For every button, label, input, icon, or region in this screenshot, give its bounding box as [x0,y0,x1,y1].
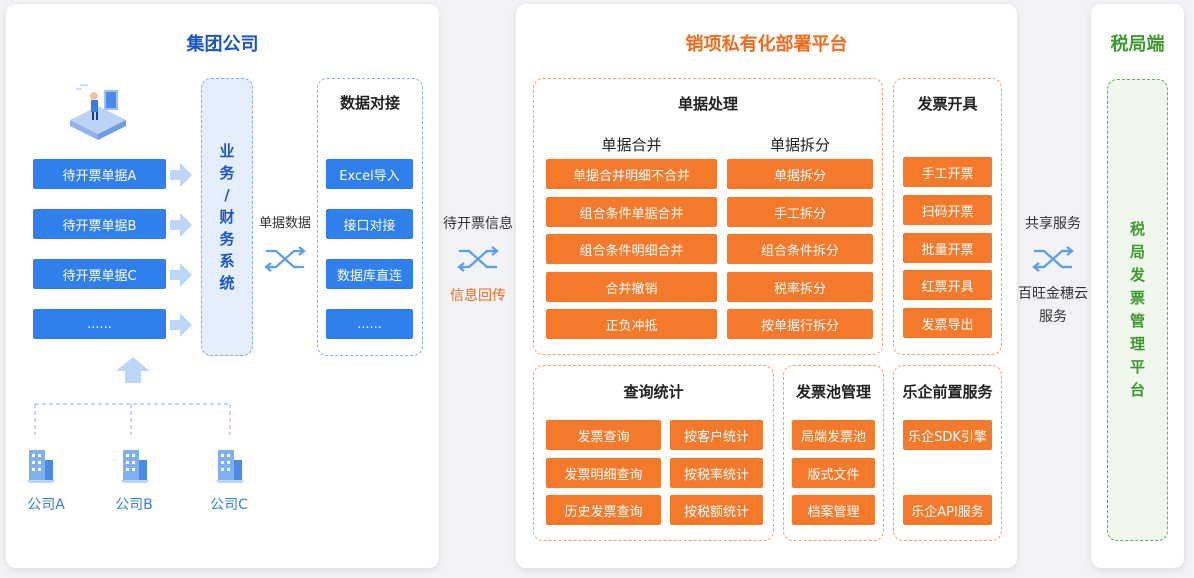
query-stats-box [533,365,774,541]
platform-char: 发 [1129,266,1145,284]
info-return-label: 信息回传 [450,288,506,304]
query-option[interactable]: 发票明细查询 [546,458,661,488]
building-icon [120,446,150,488]
excel-import-button[interactable]: Excel导入 [326,159,413,189]
platform-char: 管 [1129,312,1145,330]
building-icon [215,446,245,488]
merge-option[interactable]: 合并撤销 [546,272,717,302]
stats-option[interactable]: 按客户统计 [670,420,763,450]
invoice-option[interactable]: 发票导出 [903,308,992,338]
arrow-right-icon [170,263,194,291]
doc-data-label: 单据数据 [258,216,311,231]
invoice-option[interactable]: 红票开具 [903,270,992,300]
split-option[interactable]: 单据拆分 [727,159,873,189]
doc-merge-title: 单据合并 [601,136,662,154]
data-integration-box [317,78,423,356]
split-option[interactable]: 按单据行拆分 [727,309,873,339]
database-direct-button[interactable]: 数据库直连 [326,259,413,289]
system-char: 务 [219,230,235,248]
doc-processing-box [533,78,883,355]
system-char: 业 [219,142,235,160]
stats-option[interactable]: 按税额统计 [670,495,763,525]
pending-doc-a[interactable]: 待开票单据A [33,159,166,189]
arrow-right-icon [170,163,194,191]
query-stats-title: 查询统计 [623,383,684,401]
company-c-label: 公司C [210,497,248,513]
platform-char: 票 [1129,289,1145,307]
company-a-label: 公司A [27,497,65,513]
company-connector [34,403,234,441]
query-option[interactable]: 历史发票查询 [546,495,661,525]
integration-more-button[interactable]: ...... [326,309,413,339]
building-icon [26,446,56,488]
pending-info-label: 待开票信息 [443,216,513,232]
platform-char: 税 [1129,220,1145,238]
pending-doc-more[interactable]: ...... [33,309,166,339]
leqi-service-title: 乐企前置服务 [902,383,993,401]
leqi-option[interactable]: 乐企API服务 [903,495,992,525]
doc-processing-title: 单据处理 [677,95,738,113]
company-b-label: 公司B [115,497,153,513]
baiwang-cloud-label: 百旺金穗云 [1018,286,1088,302]
data-integration-title: 数据对接 [339,94,400,112]
exchange-arrows-icon [1030,246,1076,276]
pending-doc-c[interactable]: 待开票单据C [33,259,166,289]
exchange-arrows-icon [455,246,501,276]
split-option[interactable]: 手工拆分 [727,197,873,227]
leqi-option[interactable]: 乐企SDK引擎 [903,420,992,450]
group-company-title: 集团公司 [186,34,259,55]
merge-option[interactable]: 单据合并明细不合并 [546,159,717,189]
arrow-up-icon [116,357,150,387]
invoicing-box [893,78,1002,355]
platform-char: 台 [1129,381,1145,399]
platform-title: 销项私有化部署平台 [685,34,848,55]
system-char: 务 [219,164,235,182]
merge-option[interactable]: 组合条件明细合并 [546,234,717,264]
business-finance-system [201,78,253,356]
invoice-pool-title: 发票池管理 [795,383,871,401]
stats-option[interactable]: 按税率统计 [670,458,763,488]
tax-invoice-platform [1107,79,1168,541]
platform-char: 理 [1129,335,1145,353]
arrow-right-icon [170,313,194,341]
tax-invoice-platform-label: 税 局 发 票 管 理 平 台 [1107,79,1168,541]
pending-doc-b[interactable]: 待开票单据B [33,209,166,239]
tax-bureau-title: 税局端 [1110,34,1165,55]
pool-option[interactable]: 版式文件 [792,458,875,488]
system-char: / [224,186,230,204]
merge-option[interactable]: 正负冲抵 [546,309,717,339]
api-integration-button[interactable]: 接口对接 [326,209,413,239]
leqi-service-box [893,365,1002,541]
split-option[interactable]: 组合条件拆分 [727,234,873,264]
system-char: 统 [219,274,235,292]
invoice-option[interactable]: 批量开票 [903,233,992,263]
pool-option[interactable]: 局端发票池 [792,420,875,450]
split-option[interactable]: 税率拆分 [727,272,873,302]
person-at-desk-illustration [66,76,130,142]
arrow-right-icon [170,213,194,241]
query-option[interactable]: 发票查询 [546,420,661,450]
invoice-option[interactable]: 扫码开票 [903,195,992,225]
invoice-option[interactable]: 手工开票 [903,157,992,187]
invoice-pool-box [783,365,884,541]
system-char: 系 [219,252,235,270]
merge-option[interactable]: 组合条件单据合并 [546,197,717,227]
baiwang-service-label: 服务 [1039,309,1067,325]
shared-service-label: 共享服务 [1025,216,1081,232]
platform-char: 局 [1129,243,1145,261]
platform-char: 平 [1129,358,1145,376]
pool-option[interactable]: 档案管理 [792,495,875,525]
invoicing-title: 发票开具 [917,95,978,113]
business-finance-system-label: 业 务 / 财 务 系 统 [201,78,253,356]
system-char: 财 [219,208,235,226]
doc-split-title: 单据拆分 [769,136,830,154]
exchange-arrows-icon [262,246,308,276]
